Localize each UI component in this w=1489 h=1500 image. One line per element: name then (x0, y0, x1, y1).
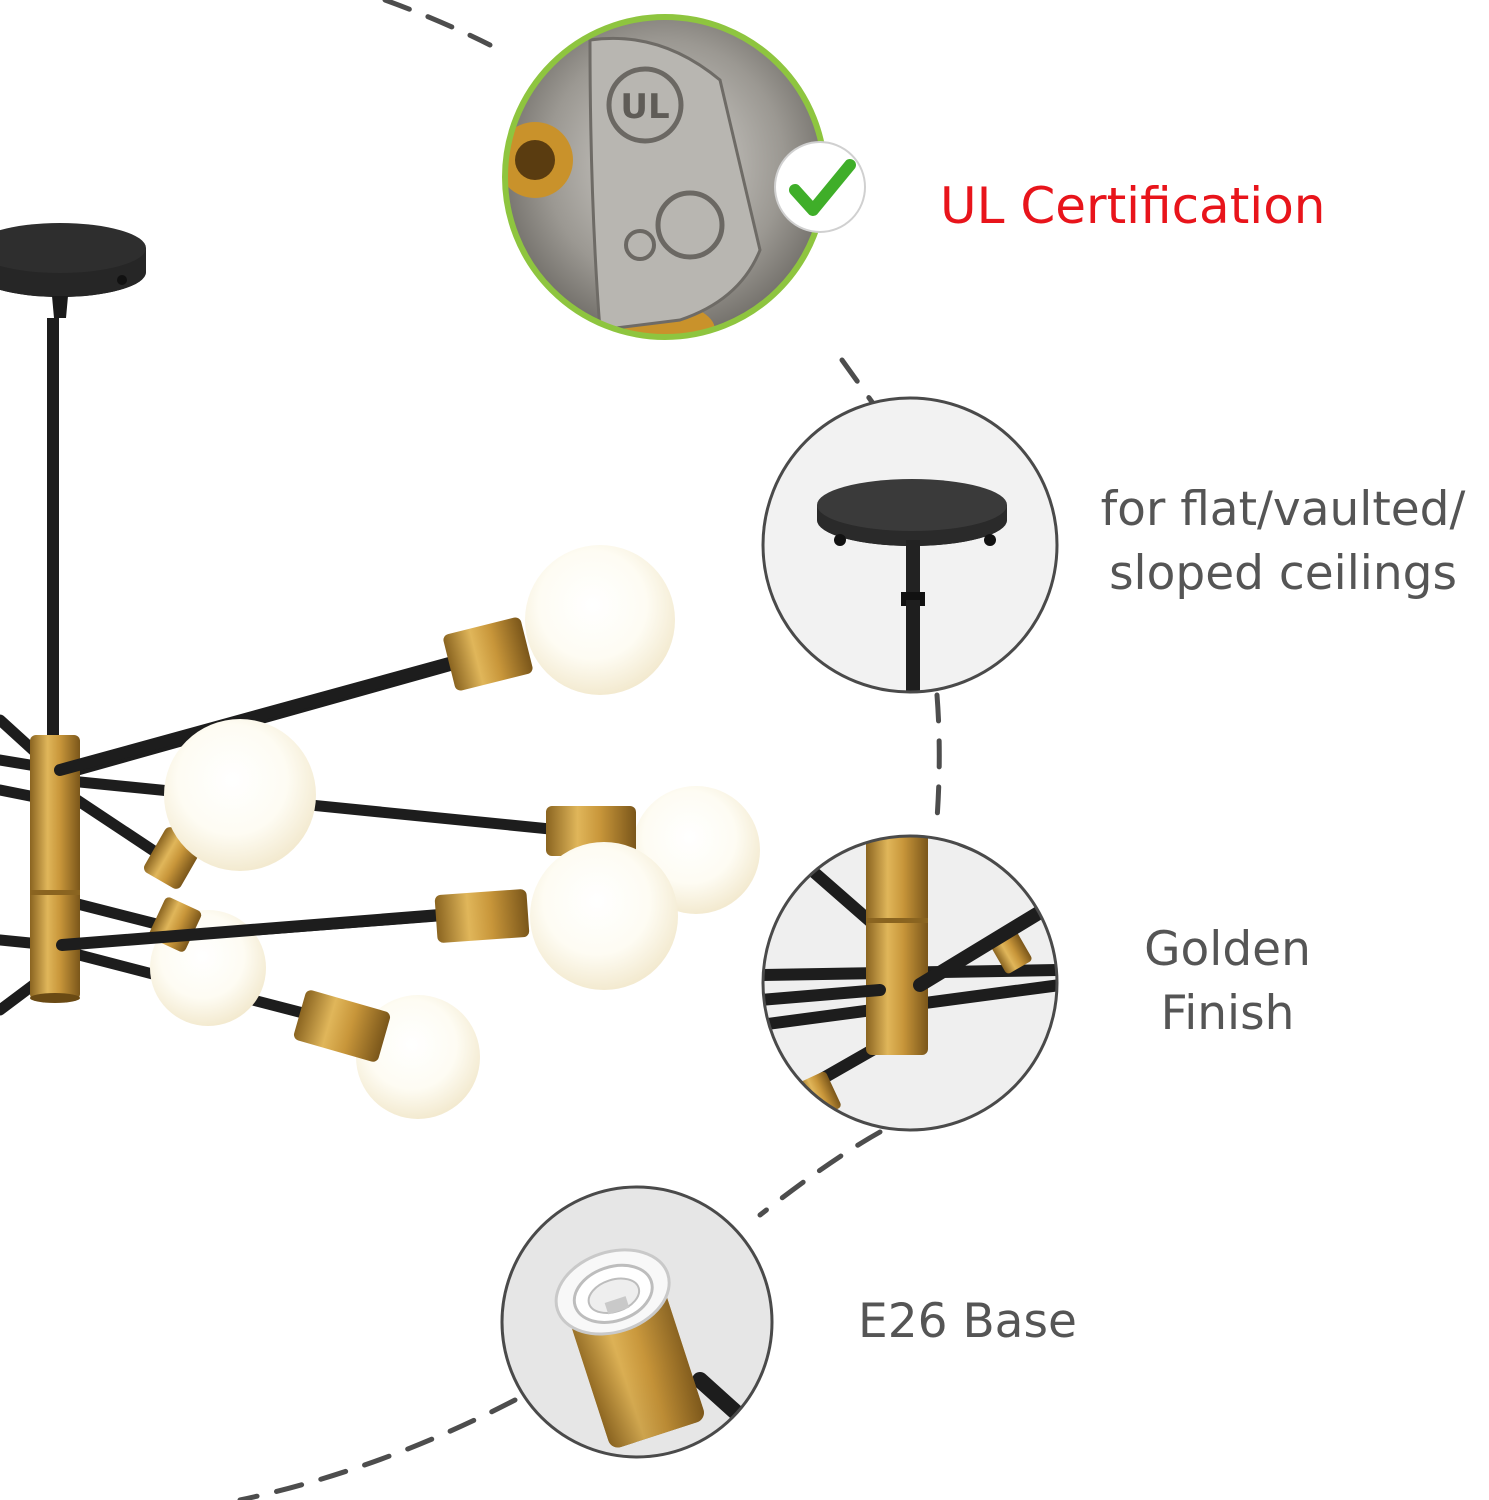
golden-label-line-2: Finish (1160, 986, 1295, 1041)
downrod (47, 318, 59, 738)
ceiling-mount-detail (761, 396, 1059, 694)
ceiling-compatibility-label: for flat/vaulted/ sloped ceilings (1078, 478, 1488, 606)
center-body (30, 735, 80, 1003)
bulb-bottom (293, 990, 480, 1119)
bulb-middle-left (164, 719, 316, 871)
ul-certification-photo: UL (502, 14, 866, 340)
dashed-connector (237, 0, 942, 1500)
golden-finish-detail (761, 834, 1059, 1132)
bulb-center-right (434, 842, 678, 990)
e26-base-label: E26 Base (858, 1294, 1077, 1349)
ul-certification-label: UL Certification (940, 177, 1326, 235)
bulb-top (443, 545, 675, 695)
ceiling-label-line-1: for flat/vaulted/ (1100, 482, 1466, 537)
golden-finish-label: Golden Finish (1120, 918, 1335, 1046)
golden-label-line-1: Golden (1144, 922, 1311, 977)
ceiling-canopy (0, 223, 146, 318)
e26-base-detail (500, 1185, 774, 1459)
ceiling-label-line-2: sloped ceilings (1109, 546, 1457, 601)
check-icon (774, 141, 866, 233)
chandelier (0, 223, 760, 1119)
ul-logo-mark: UL (620, 87, 669, 127)
